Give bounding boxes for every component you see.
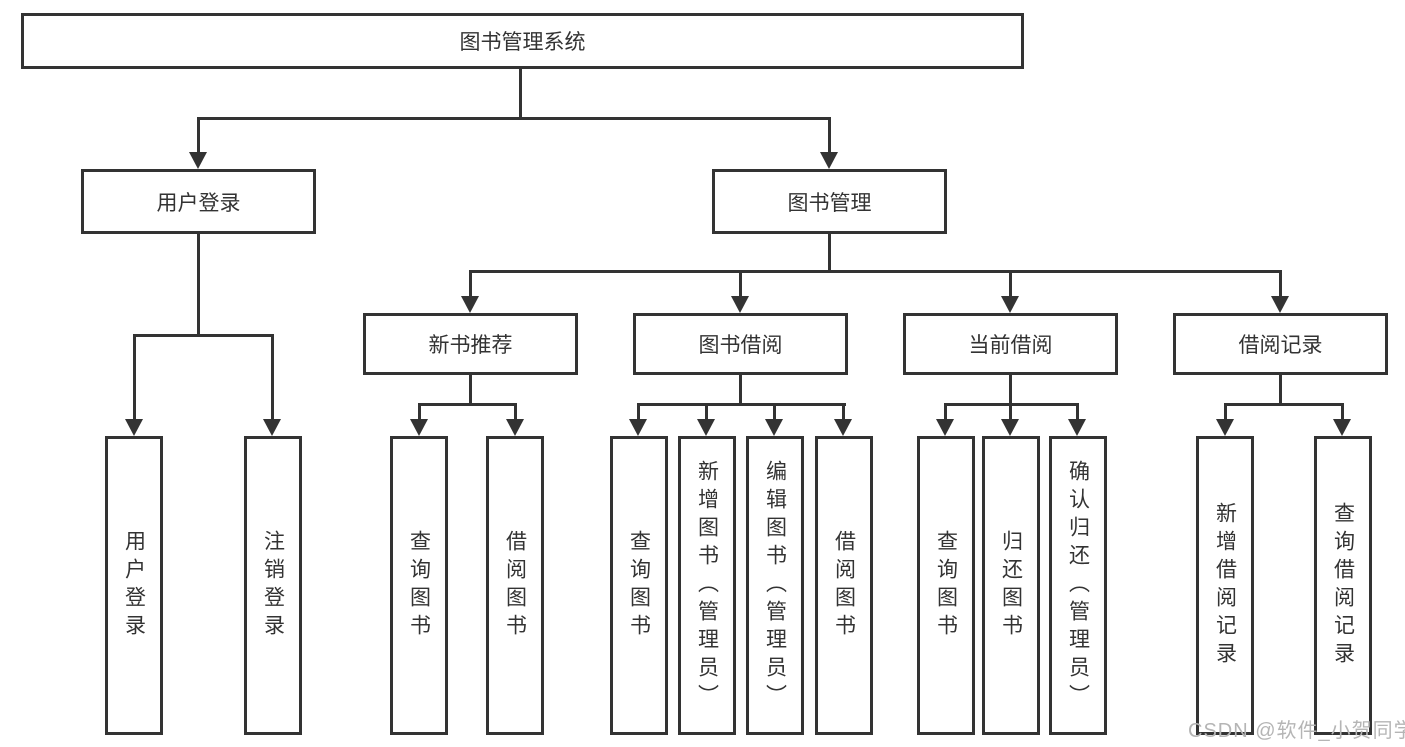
arrow-down-icon — [263, 419, 281, 436]
leaf-label: 编辑图书（管理员） — [763, 459, 787, 712]
leaf-query-books: 查询图书 — [390, 436, 448, 735]
node-user-login: 用户登录 — [81, 169, 316, 234]
arrow-down-icon — [765, 419, 783, 436]
connector-line — [739, 375, 742, 406]
leaf-query-books: 查询图书 — [917, 436, 975, 735]
leaf-label: 借阅图书 — [832, 529, 856, 642]
connector-line — [637, 403, 640, 421]
leaf-label: 注销登录 — [261, 529, 285, 642]
node-label: 当前借阅 — [968, 334, 1053, 357]
leaf-confirm-return-admin: 确认归还（管理员） — [1049, 436, 1107, 735]
arrow-down-icon — [629, 419, 647, 436]
arrow-down-icon — [410, 419, 428, 436]
leaf-label: 查询图书 — [934, 529, 958, 642]
connector-line — [1341, 403, 1344, 421]
leaf-label: 查询借阅记录 — [1331, 501, 1355, 670]
leaf-borrow-books: 借阅图书 — [815, 436, 873, 735]
connector-line — [519, 69, 522, 118]
connector-line — [1224, 403, 1227, 421]
arrow-down-icon — [189, 152, 207, 169]
node-library-management-system: 图书管理系统 — [21, 13, 1024, 69]
leaf-borrow-books: 借阅图书 — [486, 436, 544, 735]
node-new-book-recommendation: 新书推荐 — [363, 313, 578, 375]
connector-line — [1279, 270, 1282, 298]
leaf-label: 借阅图书 — [503, 529, 527, 642]
arrow-down-icon — [936, 419, 954, 436]
leaf-add-borrow-record: 新增借阅记录 — [1196, 436, 1254, 735]
arrow-down-icon — [1333, 419, 1351, 436]
node-book-borrowing: 图书借阅 — [633, 313, 848, 375]
connector-line — [271, 334, 274, 421]
arrow-down-icon — [1216, 419, 1234, 436]
node-label: 新书推荐 — [428, 334, 513, 357]
connector-line — [1279, 375, 1282, 406]
leaf-add-books-admin: 新增图书（管理员） — [678, 436, 736, 735]
connector-line — [197, 117, 200, 154]
connector-line — [197, 234, 200, 337]
connector-line — [133, 334, 136, 421]
connector-line — [469, 375, 472, 406]
leaf-return-books: 归还图书 — [982, 436, 1040, 735]
leaf-edit-books-admin: 编辑图书（管理员） — [746, 436, 804, 735]
connector-line — [739, 270, 742, 298]
connector-line — [418, 403, 421, 421]
connector-line — [773, 403, 776, 421]
arrow-down-icon — [1271, 296, 1289, 313]
connector-line — [842, 403, 845, 421]
connector-line — [1009, 375, 1012, 406]
node-book-management: 图书管理 — [712, 169, 947, 234]
node-label: 借阅记录 — [1238, 334, 1323, 357]
leaf-label: 归还图书 — [999, 529, 1023, 642]
node-label: 图书管理系统 — [459, 31, 586, 54]
connector-line — [133, 334, 274, 337]
arrow-down-icon — [820, 152, 838, 169]
leaf-query-books: 查询图书 — [610, 436, 668, 735]
connector-line — [705, 403, 708, 421]
arrow-down-icon — [506, 419, 524, 436]
node-borrowing-records: 借阅记录 — [1173, 313, 1388, 375]
connector-line — [197, 117, 831, 120]
arrow-down-icon — [697, 419, 715, 436]
node-current-borrowing: 当前借阅 — [903, 313, 1118, 375]
leaf-label: 用户登录 — [122, 529, 146, 642]
connector-line — [1009, 403, 1012, 421]
arrow-down-icon — [461, 296, 479, 313]
connector-line — [469, 270, 472, 298]
node-label: 图书借阅 — [698, 334, 783, 357]
connector-line — [828, 234, 831, 273]
arrow-down-icon — [1001, 419, 1019, 436]
node-label: 图书管理 — [787, 191, 872, 215]
leaf-label: 查询图书 — [627, 529, 651, 642]
connector-line — [828, 117, 831, 154]
leaf-user-login: 用户登录 — [105, 436, 163, 735]
arrow-down-icon — [731, 296, 749, 313]
leaf-query-borrow-record: 查询借阅记录 — [1314, 436, 1372, 735]
connector-line — [514, 403, 517, 421]
leaf-logout: 注销登录 — [244, 436, 302, 735]
csdn-watermark: CSDN @软件_小贺同学 — [1188, 720, 1405, 742]
arrow-down-icon — [1001, 296, 1019, 313]
connector-line — [1224, 403, 1343, 406]
connector-line — [469, 270, 1282, 273]
connector-line — [944, 403, 947, 421]
leaf-label: 查询图书 — [407, 529, 431, 642]
connector-line — [1076, 403, 1079, 421]
arrow-down-icon — [125, 419, 143, 436]
arrow-down-icon — [1068, 419, 1086, 436]
leaf-label: 新增图书（管理员） — [695, 459, 719, 712]
connector-line — [637, 403, 846, 406]
connector-line — [418, 403, 517, 406]
node-label: 用户登录 — [156, 191, 241, 215]
leaf-label: 新增借阅记录 — [1213, 501, 1237, 670]
leaf-label: 确认归还（管理员） — [1066, 459, 1090, 712]
connector-line — [1009, 270, 1012, 298]
arrow-down-icon — [834, 419, 852, 436]
